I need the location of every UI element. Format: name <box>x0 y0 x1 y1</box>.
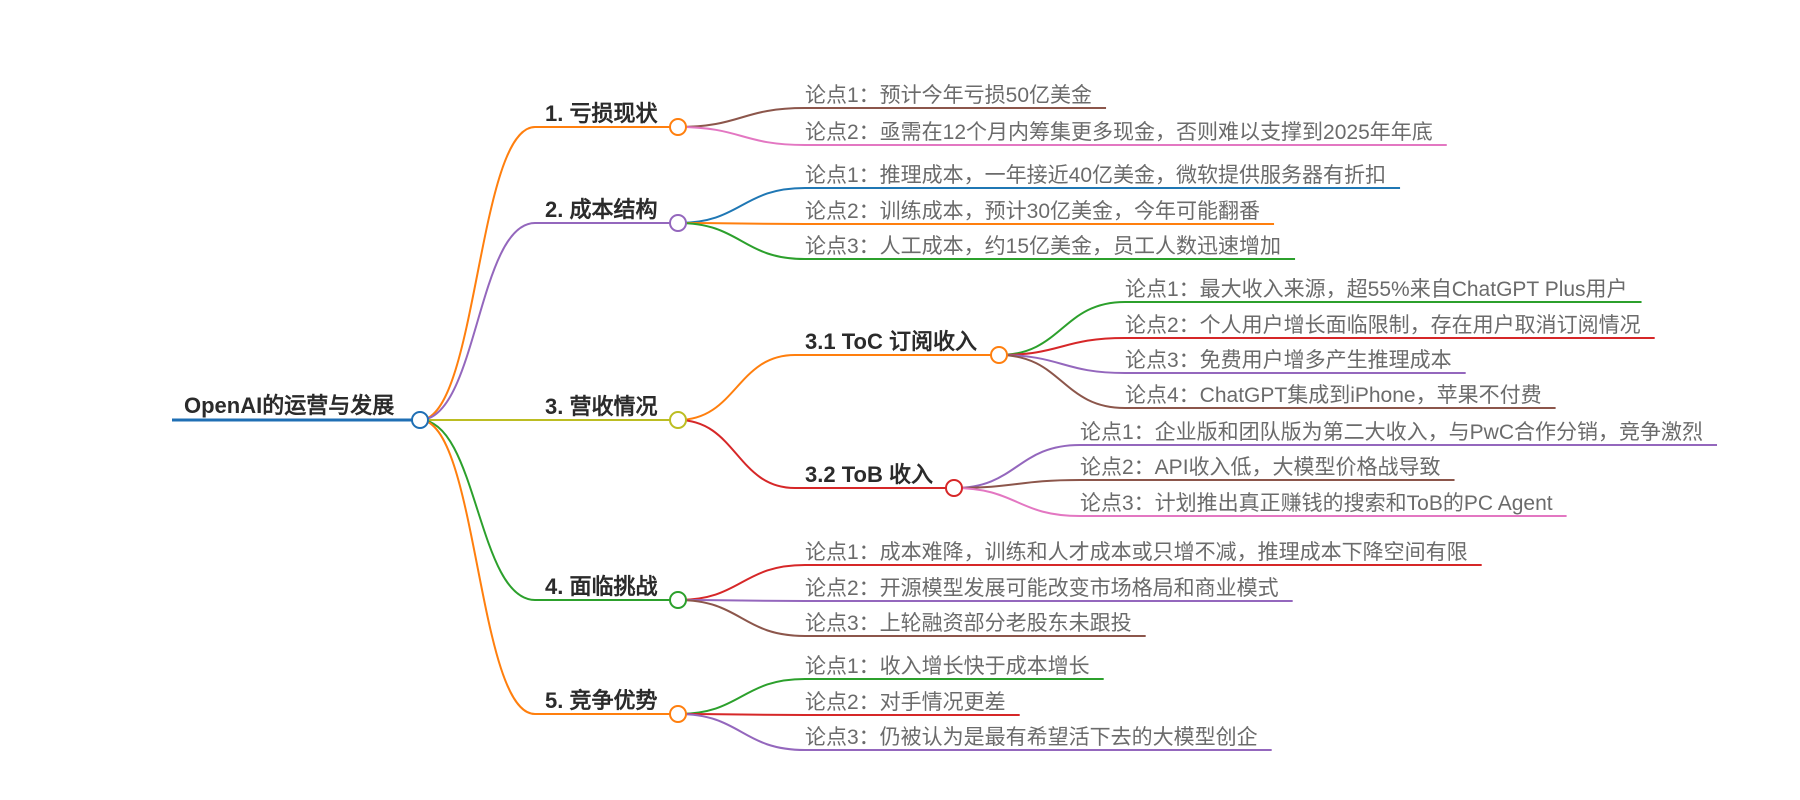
link-root-to-branch-1 <box>419 126 536 421</box>
branch-2-point-3[interactable]: 论点3：人工成本，约15亿美金，员工人数迅速增加 <box>805 235 1281 258</box>
link-branch-2-point-3 <box>677 222 806 260</box>
link-sub-2-point-3 <box>953 487 1081 517</box>
branch-1-point-1[interactable]: 论点1：预计今年亏损50亿美金 <box>805 84 1092 107</box>
link-branch-3-sub-2 <box>677 419 796 489</box>
link-branch-4-point-1 <box>677 564 806 601</box>
branch-4-point-1[interactable]: 论点1：成本难降，训练和人才成本或只增不减，推理成本下降空间有限 <box>805 541 1468 564</box>
sub-2-point-1[interactable]: 论点1：企业版和团队版为第二大收入，与PwC合作分销，竞争激烈 <box>1080 421 1703 444</box>
branch-5-node-circle[interactable] <box>669 705 687 723</box>
link-sub-1-point-4 <box>998 354 1126 409</box>
branch-2-point-2[interactable]: 论点2：训练成本，预计30亿美金，今年可能翻番 <box>805 200 1260 223</box>
link-branch-4-point-2 <box>677 599 806 602</box>
branch-5-point-2[interactable]: 论点2：对手情况更差 <box>805 691 1006 714</box>
sub-1-point-2[interactable]: 论点2：个人用户增长面临限制，存在用户取消订阅情况 <box>1125 314 1641 337</box>
sub-2-point-3[interactable]: 论点3：计划推出真正赚钱的搜索和ToB的PC Agent <box>1080 492 1553 515</box>
branch-5-point-3[interactable]: 论点3：仍被认为是最有希望活下去的大模型创企 <box>805 726 1258 749</box>
branch-2-node-circle[interactable] <box>669 214 687 232</box>
link-branch-2-point-1 <box>677 187 806 224</box>
branch-1-node-circle[interactable] <box>669 118 687 136</box>
sub-1-point-3[interactable]: 论点3：免费用户增多产生推理成本 <box>1125 349 1452 372</box>
sub-2-node-circle[interactable] <box>945 479 963 497</box>
branch-5-label[interactable]: 5. 竞争优势 <box>545 688 657 713</box>
sub-1-point-4[interactable]: 论点4：ChatGPT集成到iPhone，苹果不付费 <box>1125 384 1542 407</box>
sub-branch-1-label[interactable]: 3.1 ToC 订阅收入 <box>805 329 977 354</box>
link-branch-4-point-3 <box>677 599 806 637</box>
branch-2-point-1[interactable]: 论点1：推理成本，一年接近40亿美金，微软提供服务器有折扣 <box>805 164 1386 187</box>
root-node-circle[interactable] <box>411 411 429 429</box>
branch-1-label[interactable]: 1. 亏损现状 <box>545 101 658 126</box>
link-sub-1-point-2 <box>998 337 1126 356</box>
branch-3-node-circle[interactable] <box>669 411 687 429</box>
sub-branch-2-label[interactable]: 3.2 ToB 收入 <box>805 462 933 487</box>
link-root-to-branch-4 <box>419 419 536 601</box>
link-branch-5-point-2 <box>677 713 806 716</box>
link-branch-2-point-2 <box>677 222 806 225</box>
link-sub-1-point-1 <box>998 301 1126 356</box>
branch-1-point-2[interactable]: 论点2：亟需在12个月内筹集更多现金，否则难以支撑到2025年年底 <box>805 121 1433 144</box>
sub-2-point-2[interactable]: 论点2：API收入低，大模型价格战导致 <box>1080 456 1441 479</box>
sub-1-node-circle[interactable] <box>990 346 1008 364</box>
branch-4-point-2[interactable]: 论点2：开源模型发展可能改变市场格局和商业模式 <box>805 577 1279 600</box>
sub-1-point-1[interactable]: 论点1：最大收入来源，超55%来自ChatGPT Plus用户 <box>1125 278 1628 301</box>
link-branch-5-point-3 <box>677 713 806 751</box>
branch-4-point-3[interactable]: 论点3：上轮融资部分老股东未跟投 <box>805 612 1132 635</box>
branch-4-node-circle[interactable] <box>669 591 687 609</box>
link-sub-1-point-3 <box>998 354 1126 374</box>
branch-2-label[interactable]: 2. 成本结构 <box>545 197 657 222</box>
mindmap-links <box>172 107 1718 751</box>
branch-4-label[interactable]: 4. 面临挑战 <box>545 574 657 599</box>
link-branch-1-point-1 <box>677 107 806 128</box>
branch-5-point-1[interactable]: 论点1：收入增长快于成本增长 <box>805 655 1090 678</box>
link-root-to-branch-2 <box>419 222 536 421</box>
link-sub-2-point-1 <box>953 444 1081 489</box>
branch-3-label[interactable]: 3. 营收情况 <box>545 394 657 419</box>
mindmap-nodes: OpenAI的运营与发展 1. 亏损现状 论点1：预计今年亏损50亿美金论点2：亟需… <box>184 84 1703 749</box>
root-node-label[interactable]: OpenAI的运营与发展 <box>184 393 394 418</box>
link-branch-1-point-2 <box>677 126 806 146</box>
link-branch-3-sub-1 <box>677 354 796 421</box>
link-root-to-branch-5 <box>419 419 536 715</box>
link-sub-2-point-2 <box>953 479 1081 489</box>
link-branch-5-point-1 <box>677 678 806 715</box>
